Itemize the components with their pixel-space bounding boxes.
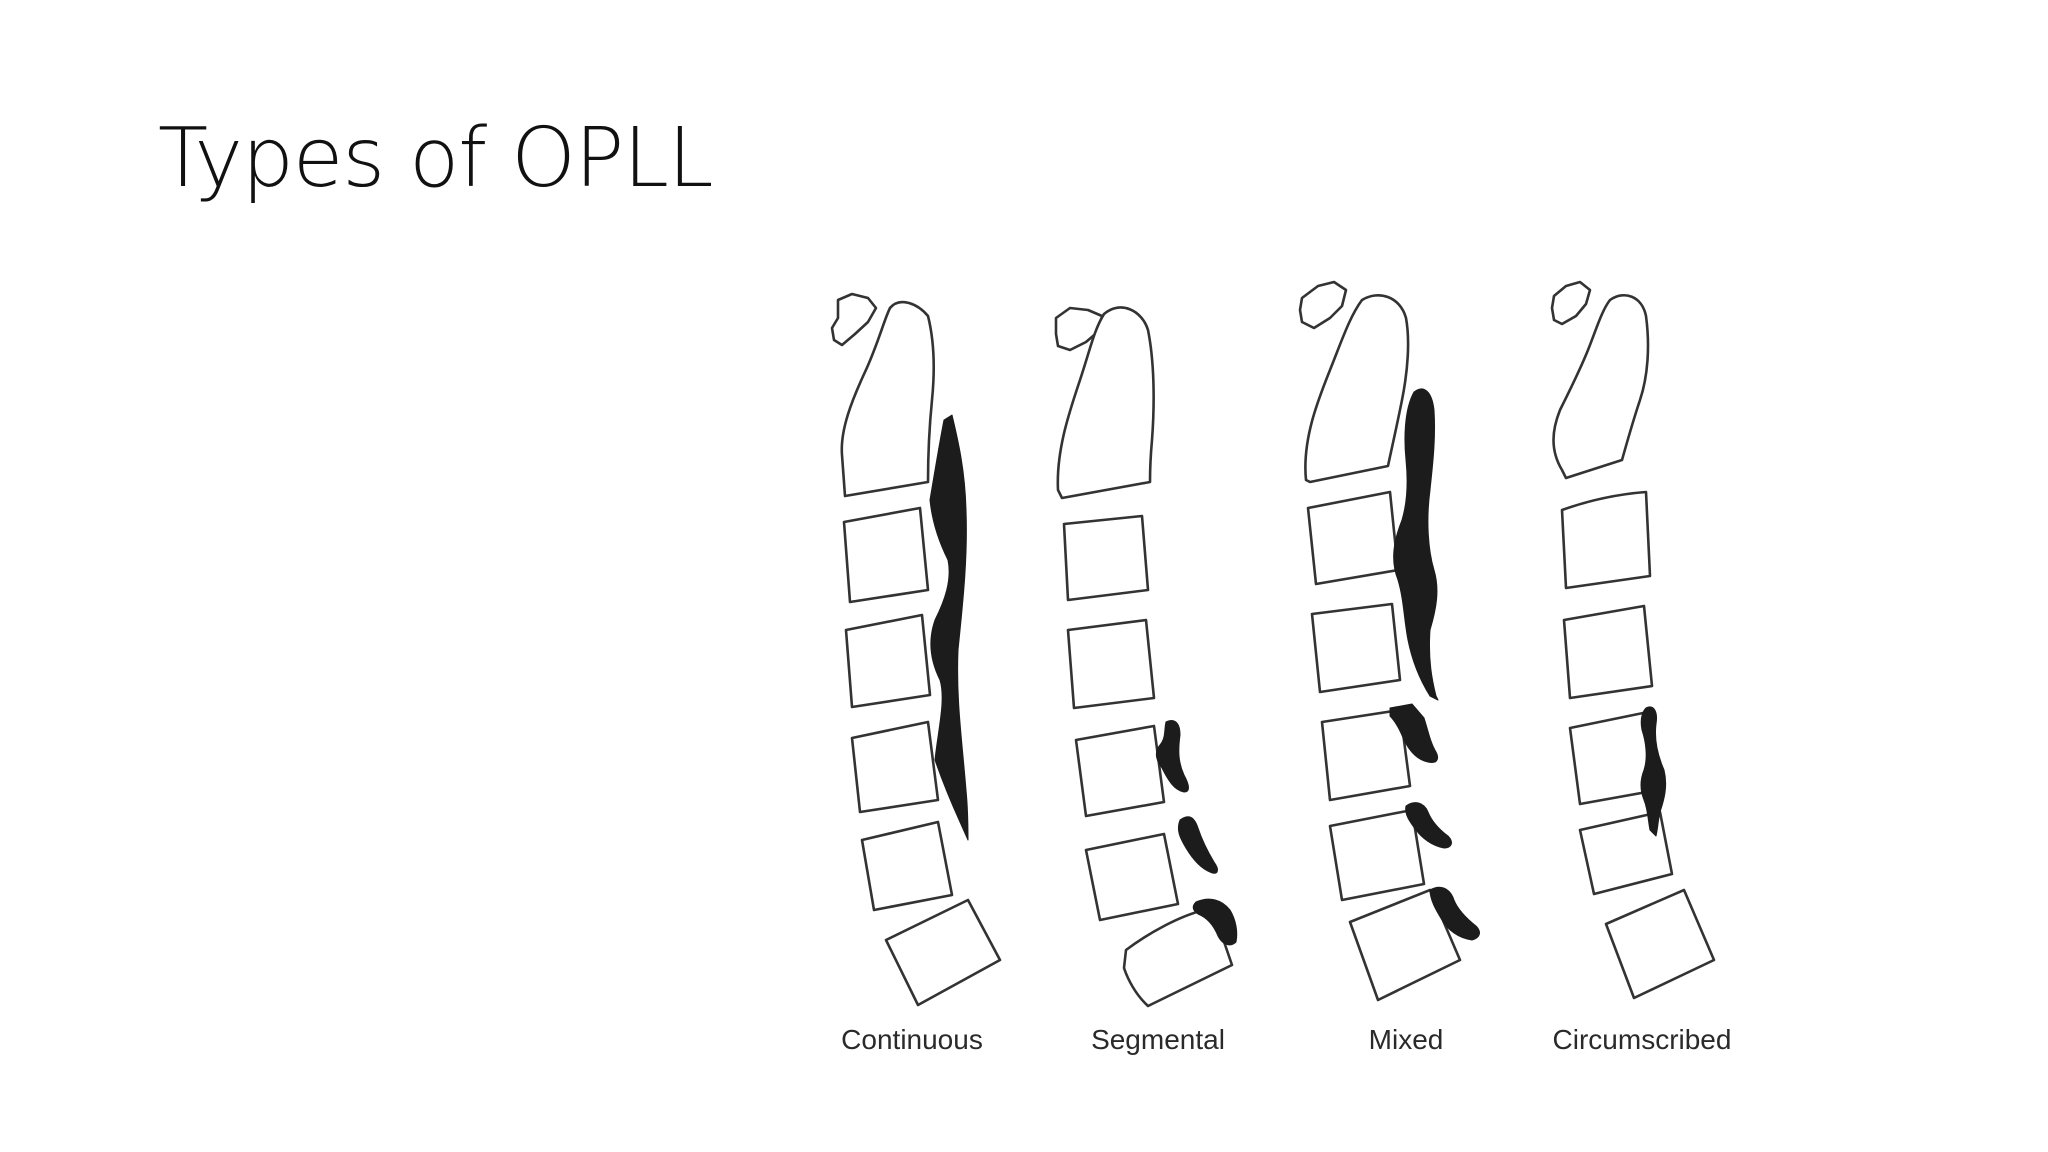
- spine-mixed: [1298, 280, 1480, 1002]
- spine-continuous: [830, 292, 1002, 1007]
- spine-segmental: [1054, 306, 1238, 1008]
- vertebra-c7: [1604, 888, 1716, 1000]
- segmental-ossification-2: [1177, 816, 1218, 874]
- axis-vertebra: [1552, 294, 1650, 480]
- atlas-fragment: [830, 292, 878, 347]
- circumscribed-ossification: [1640, 706, 1667, 837]
- caption-continuous: Continuous: [841, 1024, 983, 1055]
- vertebra-c3: [1062, 514, 1150, 602]
- axis-vertebra: [840, 300, 935, 498]
- caption-mixed: Mixed: [1368, 1024, 1444, 1055]
- vertebra-c4: [844, 613, 932, 709]
- atlas-fragment: [1298, 280, 1348, 330]
- continuous-ossification: [1393, 388, 1439, 701]
- vertebra-c6: [1328, 808, 1426, 902]
- segmental-ossification-3: [1192, 898, 1238, 946]
- vertebra-c5: [1320, 708, 1412, 802]
- vertebra-c6: [860, 820, 954, 912]
- vertebra-c6: [1578, 810, 1674, 896]
- vertebra-c7: [884, 898, 1002, 1007]
- vertebra-c3: [1306, 490, 1400, 586]
- vertebra-c4: [1066, 618, 1156, 710]
- continuous-ossification: [929, 414, 969, 841]
- vertebra-c3: [1560, 490, 1652, 590]
- spine-circumscribed: [1550, 280, 1716, 1000]
- segmental-ossification-1: [1389, 703, 1439, 763]
- vertebra-c5: [1074, 724, 1166, 818]
- vertebra-c6: [1084, 832, 1180, 922]
- vertebra-c5: [850, 720, 940, 814]
- caption-circumscribed: Circumscribed: [1552, 1024, 1732, 1055]
- segmental-ossification-2: [1405, 802, 1452, 849]
- vertebra-c3: [842, 506, 930, 604]
- vertebra-c4: [1310, 602, 1402, 694]
- atlas-fragment: [1550, 280, 1592, 326]
- vertebra-c7: [1348, 888, 1462, 1002]
- axis-vertebra: [1056, 306, 1155, 500]
- slide-title: Types of OPLL: [158, 111, 714, 206]
- caption-segmental: Segmental: [1091, 1024, 1225, 1055]
- segmental-ossification-3: [1429, 886, 1480, 941]
- segmental-ossification-1: [1155, 720, 1189, 793]
- vertebra-c4: [1562, 604, 1654, 700]
- axis-vertebra: [1304, 294, 1410, 484]
